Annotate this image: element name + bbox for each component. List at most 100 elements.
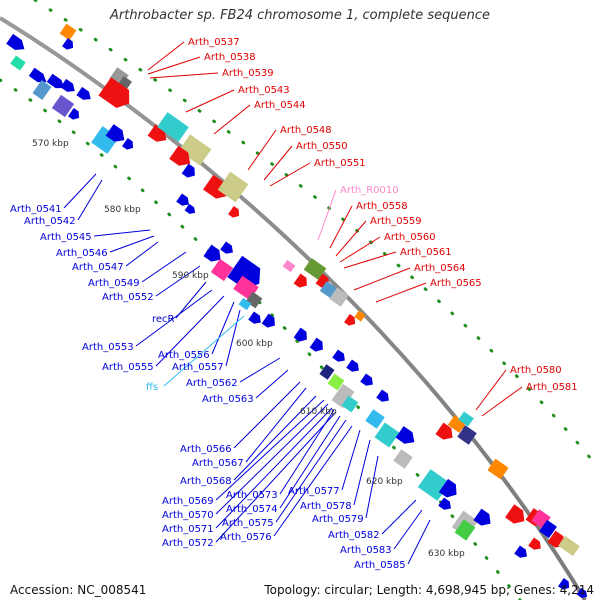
gene-feature[interactable] [6, 33, 28, 54]
gene-label[interactable]: Arth_0582 [328, 530, 380, 541]
gene-label[interactable]: Arth_0552 [102, 292, 154, 303]
gene-label[interactable]: Arth_0571 [162, 524, 214, 535]
gene-feature[interactable] [227, 255, 266, 295]
gene-label[interactable]: Arth_0567 [192, 458, 244, 469]
gene-label[interactable]: Arth_0569 [162, 496, 214, 507]
gene-label[interactable]: Arth_R0010 [340, 185, 399, 196]
gene-feature[interactable] [68, 108, 82, 122]
gene-feature[interactable] [454, 519, 476, 541]
gene-label[interactable]: Arth_0577 [288, 486, 340, 497]
gene-label[interactable]: Arth_0570 [162, 510, 214, 521]
gene-feature[interactable] [217, 171, 249, 203]
gene-feature[interactable] [178, 134, 212, 166]
gene-feature[interactable] [505, 504, 529, 527]
gene-label[interactable]: Arth_0546 [56, 248, 108, 259]
gene-label[interactable]: Arth_0565 [430, 278, 482, 289]
gene-label[interactable]: Arth_0583 [340, 545, 392, 556]
gene-feature[interactable] [558, 535, 580, 557]
gene-feature[interactable] [238, 297, 252, 311]
gene-label[interactable]: Arth_0543 [238, 85, 290, 96]
gene-label[interactable]: Arth_0544 [254, 100, 306, 111]
gene-feature[interactable] [558, 578, 572, 592]
gene-feature[interactable] [457, 425, 477, 445]
gene-label[interactable]: Arth_0559 [370, 216, 422, 227]
gene-feature[interactable] [395, 426, 419, 448]
gene-label[interactable]: Arth_0562 [186, 378, 238, 389]
gene-label[interactable]: Arth_0581 [526, 382, 578, 393]
gene-feature[interactable] [62, 38, 76, 52]
gene-label[interactable]: Arth_0553 [82, 342, 134, 353]
gene-label[interactable]: Arth_0557 [172, 362, 224, 373]
gene-feature[interactable] [514, 545, 530, 560]
gene-feature[interactable] [169, 145, 195, 171]
gene-label[interactable]: Arth_0576 [220, 532, 272, 543]
gene-feature[interactable] [59, 23, 77, 41]
gene-feature[interactable] [331, 383, 355, 409]
gene-feature[interactable] [344, 314, 358, 328]
gene-feature[interactable] [303, 258, 327, 280]
gene-feature[interactable] [203, 244, 224, 266]
gene-label[interactable]: Arth_0556 [158, 350, 210, 361]
gene-label[interactable]: Arth_0572 [162, 538, 214, 549]
gene-label[interactable]: Arth_0566 [180, 444, 232, 455]
gene-feature[interactable] [203, 174, 233, 204]
gene-label[interactable]: Arth_0551 [314, 158, 366, 169]
gene-label[interactable]: Arth_0574 [226, 504, 278, 515]
gene-label[interactable]: Arth_0580 [510, 365, 562, 376]
gene-feature[interactable] [435, 422, 456, 444]
gene-feature[interactable] [248, 311, 264, 326]
gene-feature[interactable] [393, 449, 413, 469]
gene-feature[interactable] [438, 478, 461, 501]
gene-feature[interactable] [105, 124, 129, 146]
gene-feature[interactable] [261, 313, 279, 331]
gene-label[interactable]: ffs [146, 382, 158, 393]
gene-label[interactable]: Arth_0555 [102, 362, 154, 373]
gene-label[interactable]: Arth_0578 [300, 501, 352, 512]
gene-label[interactable]: Arth_0550 [296, 141, 348, 152]
gene-feature[interactable] [329, 287, 349, 307]
gene-label[interactable]: Arth_0568 [180, 476, 232, 487]
gene-feature[interactable] [354, 310, 366, 322]
gene-feature[interactable] [346, 359, 362, 374]
gene-feature[interactable] [293, 273, 311, 291]
gene-feature[interactable] [293, 327, 311, 345]
gene-feature[interactable] [376, 389, 392, 404]
gene-label[interactable]: Arth_0541 [10, 204, 62, 215]
gene-label[interactable]: Arth_0548 [280, 125, 332, 136]
gene-feature[interactable] [10, 55, 26, 71]
gene-feature[interactable] [458, 411, 474, 427]
gene-feature[interactable] [447, 415, 467, 433]
gene-label[interactable]: Arth_0539 [222, 68, 274, 79]
gene-feature[interactable] [282, 259, 296, 273]
gene-label[interactable]: Arth_0563 [202, 394, 254, 405]
gene-feature[interactable] [341, 395, 359, 413]
gene-feature[interactable] [319, 364, 335, 380]
gene-feature[interactable] [487, 458, 509, 480]
gene-feature[interactable] [528, 537, 544, 552]
gene-feature[interactable] [122, 138, 136, 152]
gene-feature[interactable] [32, 80, 52, 100]
gene-label[interactable]: Arth_0564 [414, 263, 466, 274]
gene-feature[interactable] [438, 497, 454, 512]
gene-feature[interactable] [46, 73, 67, 93]
gene-label[interactable]: Arth_0579 [312, 514, 364, 525]
gene-feature[interactable] [51, 94, 75, 118]
gene-label[interactable]: Arth_0585 [354, 560, 406, 571]
gene-label[interactable]: Arth_0561 [400, 247, 452, 258]
gene-feature[interactable] [60, 78, 77, 95]
gene-feature[interactable] [181, 163, 199, 181]
gene-feature[interactable] [332, 349, 348, 364]
gene-feature[interactable] [365, 409, 385, 429]
gene-feature[interactable] [76, 86, 93, 103]
gene-feature[interactable] [327, 373, 345, 391]
gene-label[interactable]: Arth_0542 [24, 216, 76, 227]
gene-label[interactable]: Arth_0549 [88, 278, 140, 289]
gene-feature[interactable] [473, 508, 494, 530]
gene-feature[interactable] [228, 206, 242, 220]
gene-feature[interactable] [220, 241, 236, 256]
gene-feature[interactable] [184, 203, 198, 216]
gene-feature[interactable] [576, 587, 590, 600]
gene-feature[interactable] [539, 519, 557, 539]
gene-label[interactable]: recR [152, 314, 175, 325]
gene-feature[interactable] [374, 422, 400, 448]
